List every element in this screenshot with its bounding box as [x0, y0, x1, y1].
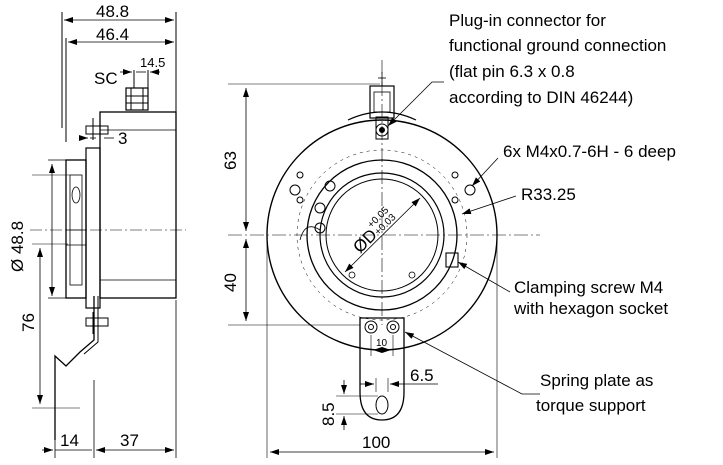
dim-10: 10 [376, 338, 388, 349]
svg-text:torque support: torque support [536, 396, 646, 415]
dim-14-5: 14.5 [140, 55, 165, 70]
svg-text:Clamping screw M4: Clamping screw M4 [514, 278, 663, 297]
callout-radius: R33.25 [521, 185, 576, 204]
dim-8-5: 8.5 [319, 402, 338, 426]
dim-63: 63 [221, 151, 240, 170]
callout-threads: 6x M4x0.7-6H - 6 deep [503, 142, 676, 161]
svg-text:according to DIN 46244): according to DIN 46244) [449, 88, 633, 107]
side-view [30, 12, 186, 458]
front-view [228, 60, 540, 458]
dim-6-5: 6.5 [410, 366, 434, 385]
dim-3: 3 [118, 129, 127, 148]
dim-76: 76 [19, 313, 38, 332]
svg-text:with hexagon socket: with hexagon socket [513, 299, 668, 318]
svg-text:Spring plate as: Spring plate as [540, 371, 653, 390]
svg-text:(flat pin 6.3 x 0.8: (flat pin 6.3 x 0.8 [449, 62, 575, 81]
dim-14: 14 [60, 431, 79, 450]
callout-clamping-screw: Clamping screw M4 with hexagon socket [513, 278, 668, 318]
dim-37: 37 [120, 431, 139, 450]
svg-text:functional ground connection: functional ground connection [449, 36, 666, 55]
callout-spring-plate: Spring plate as torque support [536, 371, 653, 415]
dim-100: 100 [362, 433, 390, 452]
dim-46-4: 46.4 [96, 25, 129, 44]
dim-40: 40 [221, 273, 240, 292]
dim-diameter-48-8: Ø 48.8 [8, 221, 27, 272]
dim-48-8: 48.8 [96, 2, 129, 21]
svg-text:Plug-in connector for: Plug-in connector for [449, 11, 606, 30]
callout-connector: Plug-in connector for functional ground … [449, 11, 666, 107]
label-sc: SC [94, 69, 118, 88]
